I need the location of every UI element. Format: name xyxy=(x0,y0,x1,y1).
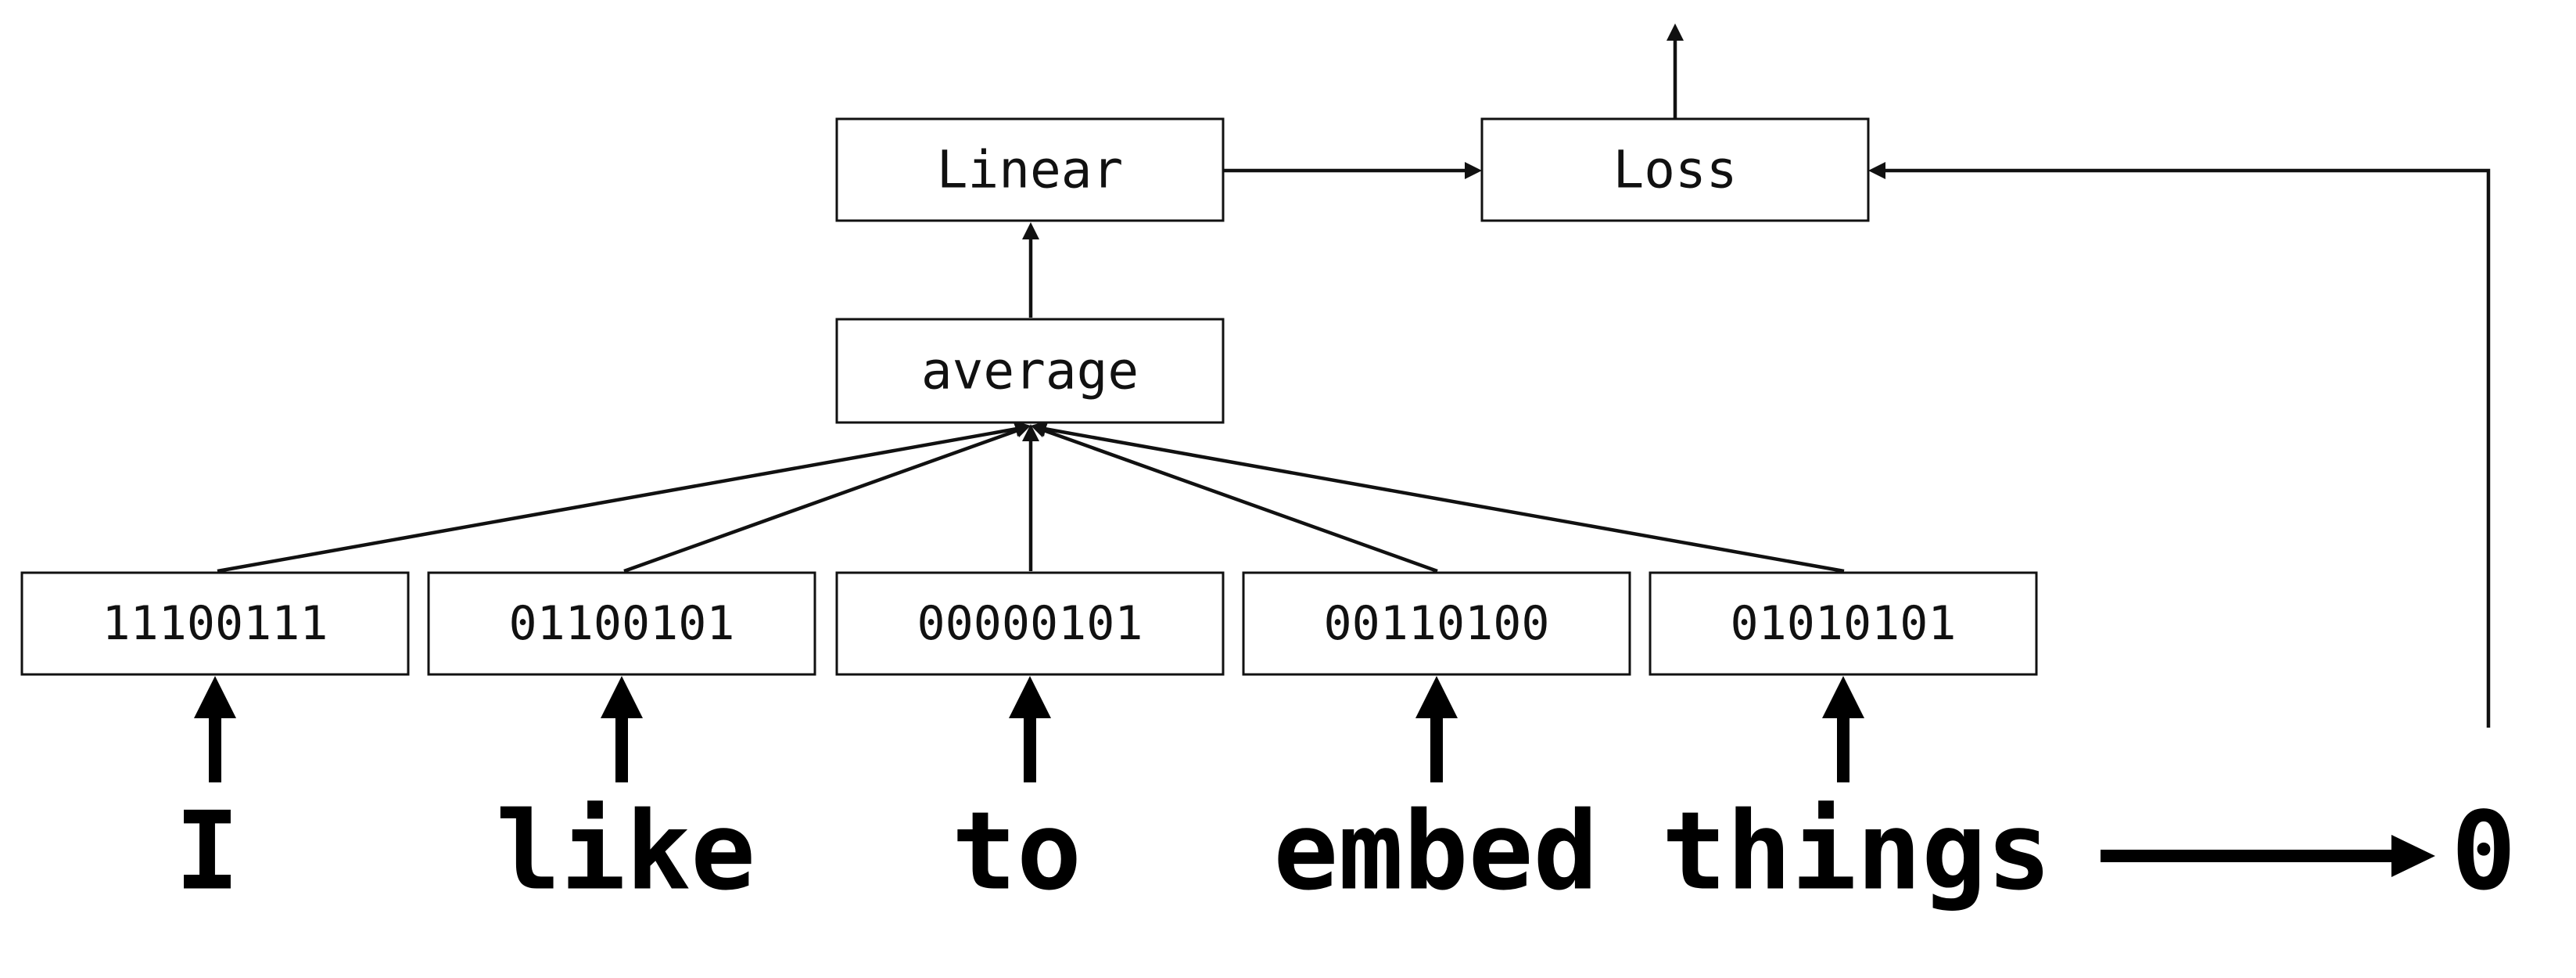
embedding-box-5 xyxy=(1649,571,2038,676)
embedding-bits-3: 00000101 xyxy=(917,596,1143,651)
loss-label: Loss xyxy=(1613,140,1738,200)
word-4-arrowhead xyxy=(1415,676,1458,718)
label-to-loss-arrowhead xyxy=(1868,162,1885,179)
embed-4-to-average xyxy=(1039,426,1438,573)
linear-to-loss-arrowhead xyxy=(1465,162,1482,179)
word-3-arrowhead xyxy=(1009,676,1051,718)
embedding-box-3 xyxy=(835,571,1225,676)
embed-5-to-average-head xyxy=(1031,421,1047,437)
word-2-arrowhead xyxy=(601,676,643,718)
embed-2-to-average-head xyxy=(1014,422,1031,437)
word-2: like xyxy=(496,789,755,915)
word-5-arrowhead xyxy=(1822,676,1864,718)
average-box xyxy=(835,318,1225,424)
average-label: average xyxy=(921,341,1139,401)
embed-3-to-average-head xyxy=(1022,424,1039,441)
loss-output-arrowhead xyxy=(1667,23,1684,41)
embedding-bits-1: 11100111 xyxy=(102,596,328,651)
embedding-box-4 xyxy=(1242,571,1631,676)
word-5: things xyxy=(1662,789,2052,915)
word-1-arrowhead xyxy=(194,676,236,718)
embed-1-to-average xyxy=(217,426,1022,573)
embed-2-to-average xyxy=(623,426,1023,573)
embedding-box-1 xyxy=(20,571,410,676)
embedding-box-2 xyxy=(427,571,816,676)
embedding-bits-5: 01010101 xyxy=(1731,596,1957,651)
word-1: I xyxy=(174,789,239,915)
linear-box xyxy=(835,117,1225,222)
embedding-bits-2: 01100101 xyxy=(509,596,735,651)
label-to-loss-arrow xyxy=(1881,168,2491,728)
word-4: embed xyxy=(1273,789,1598,915)
embedding-bits-4: 00110100 xyxy=(1324,596,1550,651)
word-3: to xyxy=(952,789,1082,915)
loss-box xyxy=(1480,117,1870,222)
embed-5-to-average xyxy=(1039,426,1845,573)
target-label: 0 xyxy=(2451,789,2516,915)
linear-label: Linear xyxy=(937,140,1123,200)
sentence-to-label-arrowhead xyxy=(2391,835,2435,877)
average-to-linear-arrowhead xyxy=(1022,222,1039,239)
